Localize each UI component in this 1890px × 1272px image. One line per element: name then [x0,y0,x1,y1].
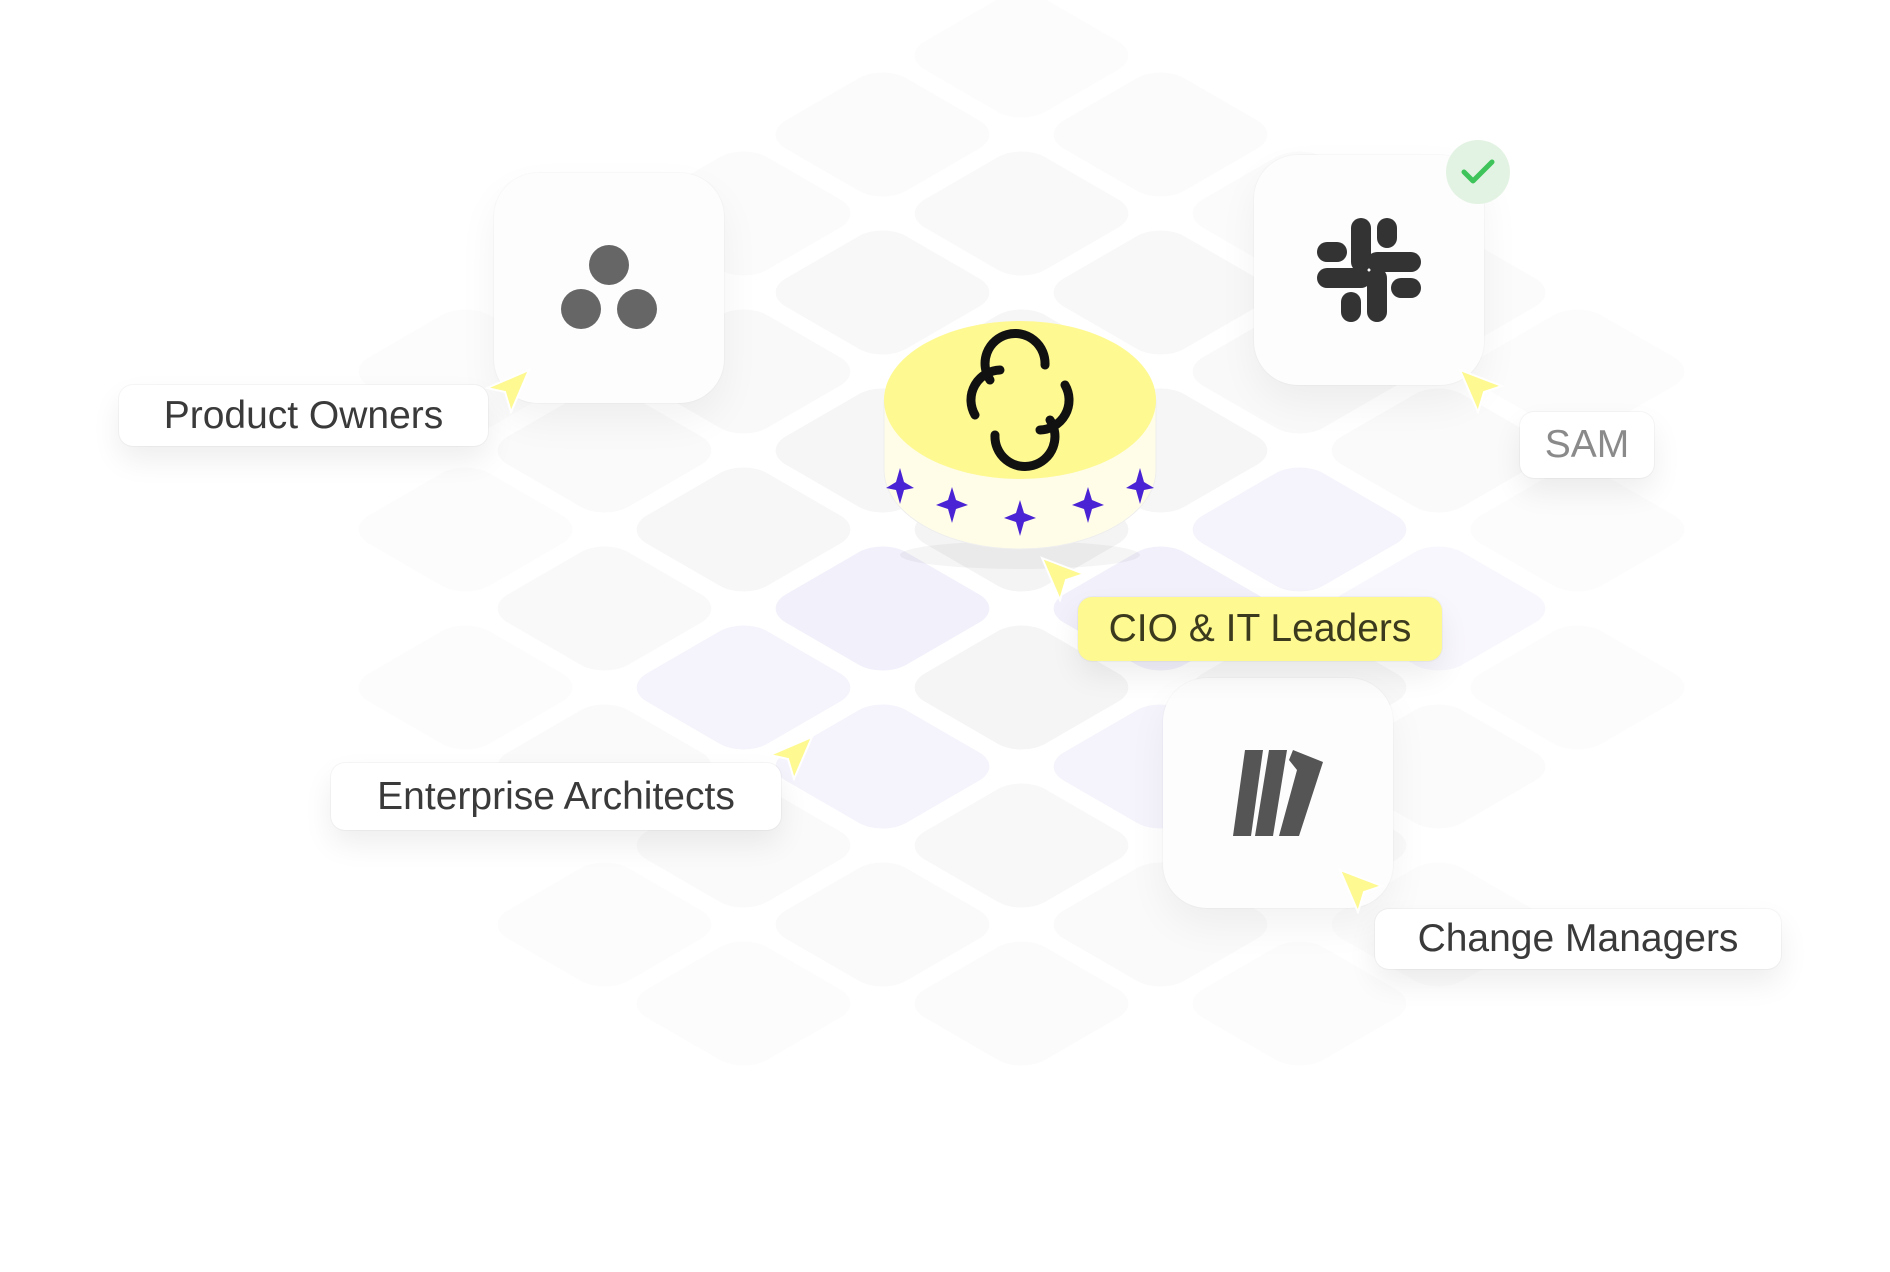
asana-card [494,173,724,403]
label-change-managers: Change Managers [1375,909,1781,969]
asana-logo-icon [561,245,657,329]
check-icon [1461,159,1495,184]
label-product-owners: Product Owners [119,385,488,446]
miro-logo-icon [1233,750,1323,836]
slack-card [1254,155,1484,385]
sparkle-stars-icon [886,468,1154,536]
cursor-arrow-icon [485,368,531,414]
miro-card [1163,678,1393,908]
slack-logo-icon [1317,218,1421,322]
cursor-arrow-icon [768,735,814,781]
label-enterprise-architects: Enterprise Architects [331,763,781,830]
check-badge [1446,140,1510,204]
platform-hub[interactable] [870,310,1170,570]
label-sam: SAM [1520,412,1654,478]
cursor-arrow-icon [1338,868,1384,914]
platform-logo-icon [966,329,1074,471]
cursor-arrow-icon [1458,368,1504,414]
cursor-arrow-icon [1040,556,1086,602]
label-cio-it-leaders: CIO & IT Leaders [1078,597,1442,661]
